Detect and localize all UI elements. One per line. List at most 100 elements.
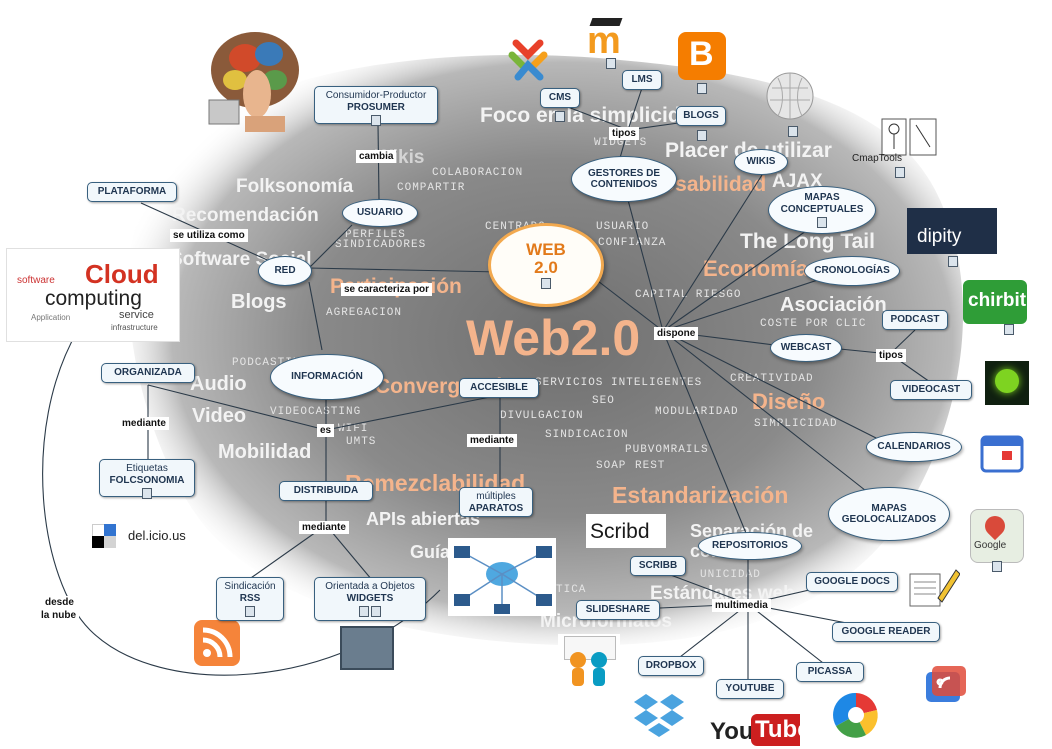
- node-informacion-label: INFORMACIÓN: [291, 371, 363, 383]
- node-picassa-label: PICASSA: [807, 666, 853, 677]
- node-calendarios[interactable]: CALENDARIOS: [866, 432, 962, 462]
- bg-word: DIVULGACION: [500, 410, 584, 422]
- node-organizada[interactable]: ORGANIZADA: [101, 363, 195, 383]
- node-wikis[interactable]: WIKIS: [734, 149, 788, 175]
- google-docs-icon: [909, 569, 960, 607]
- node-informacion[interactable]: INFORMACIÓN: [270, 354, 384, 400]
- bg-word: Estandarización: [612, 482, 789, 508]
- calendar-icon: [980, 435, 1024, 473]
- node-mapas-geo[interactable]: MAPAS GEOLOCALIZADOS: [828, 487, 950, 541]
- document-icon: [788, 126, 798, 137]
- bg-word: Audio: [190, 373, 247, 395]
- bg-word: Usabilidad: [660, 173, 767, 196]
- cmaptools-icon: CmapTools: [852, 117, 940, 169]
- node-wikis-label: WIKIS: [746, 156, 776, 168]
- node-prosumer[interactable]: Consumidor-Productor PROSUMER: [314, 86, 438, 126]
- joomla-icon: [508, 39, 548, 81]
- bg-word: Folksonomía: [236, 176, 354, 197]
- node-blogs-label: BLOGS: [683, 110, 719, 121]
- bg-word: UMTS: [346, 436, 377, 448]
- node-mapas-conceptuales[interactable]: MAPAS CONCEPTUALES: [768, 186, 876, 234]
- document-icon: [555, 111, 565, 122]
- node-distribuida[interactable]: DISTRIBUIDA: [279, 481, 373, 501]
- bg-word: Video: [192, 405, 247, 427]
- node-webcast-label: WEBCAST: [780, 342, 832, 354]
- node-slideshare[interactable]: SLIDESHARE: [576, 600, 660, 620]
- rss-icon: [194, 620, 240, 666]
- bg-word: Recomendación: [172, 205, 319, 226]
- link-es: es: [317, 424, 335, 437]
- node-youtube[interactable]: YOUTUBE: [716, 679, 784, 699]
- node-slideshare-label: SLIDESHARE: [585, 604, 651, 615]
- bg-word: VIDEOCASTING: [270, 406, 362, 418]
- node-accesible-label: ACCESIBLE: [470, 382, 528, 393]
- node-cronologias[interactable]: CRONOLOGÍAS: [804, 256, 900, 286]
- node-sindicacion-label: RSS: [239, 592, 261, 604]
- node-podcast[interactable]: PODCAST: [882, 310, 948, 330]
- node-dropbox-label: DROPBOX: [645, 660, 697, 671]
- bg-word: SOAP: [596, 460, 627, 472]
- link-se-caracteriza-por: se caracteriza por: [341, 283, 433, 296]
- bg-word: PUBVOMRAILS: [625, 444, 709, 456]
- bg-word: Mobilidad: [218, 441, 312, 463]
- node-sindicacion-sub: Sindicación: [224, 581, 276, 592]
- node-accesible[interactable]: ACCESIBLE: [459, 378, 539, 398]
- node-videocast[interactable]: VIDEOCAST: [890, 380, 972, 400]
- node-scribb[interactable]: SCRIBB: [630, 556, 686, 576]
- node-gestores[interactable]: GESTORES DE CONTENIDOS: [571, 156, 677, 202]
- central-node-web20[interactable]: WEB 2.0: [488, 223, 604, 307]
- blogger-icon: B: [678, 32, 726, 80]
- node-repositorios-label: REPOSITORIOS: [712, 540, 788, 552]
- document-icon: [1004, 324, 1014, 335]
- node-google-reader-label: GOOGLE READER: [841, 626, 931, 637]
- link-dispone: dispone: [654, 327, 699, 340]
- node-orientada[interactable]: Orientada a Objetos WIDGETS: [314, 577, 426, 621]
- bg-word: Diseño: [752, 389, 826, 414]
- youtube-icon: You Tube: [708, 712, 800, 748]
- node-usuario[interactable]: USUARIO: [342, 199, 418, 227]
- node-repositorios[interactable]: REPOSITORIOS: [698, 532, 802, 560]
- node-orientada-sub: Orientada a Objetos: [325, 581, 415, 592]
- node-gestores-line1: GESTORES DE: [587, 167, 661, 179]
- node-mapas-conceptuales-line1: MAPAS: [804, 192, 840, 203]
- node-prosumer-label: PROSUMER: [347, 101, 405, 113]
- node-plataforma-label: PLATAFORMA: [97, 186, 167, 197]
- node-podcast-label: PODCAST: [890, 314, 940, 325]
- bg-word: APIs abiertas: [366, 509, 481, 529]
- node-red-label: RED: [274, 265, 296, 277]
- node-etiquetas[interactable]: Etiquetas FOLCSONOMIA: [99, 459, 195, 499]
- node-aparatos[interactable]: múltiples APARATOS: [459, 487, 533, 517]
- node-sindicacion[interactable]: Sindicación RSS: [216, 577, 284, 621]
- bg-word: CENTRADO: [485, 221, 546, 233]
- node-etiquetas-label: FOLCSONOMIA: [109, 474, 185, 486]
- node-red[interactable]: RED: [258, 256, 312, 286]
- document-icon: [245, 606, 255, 617]
- link-tipos-right: tipos: [876, 349, 906, 362]
- node-google-docs-label: GOOGLE DOCS: [814, 576, 890, 587]
- google-maps-icon: Google: [970, 509, 1024, 563]
- document-icon: [371, 115, 381, 126]
- node-google-reader[interactable]: GOOGLE READER: [832, 622, 940, 642]
- bg-word: PODCASTING: [232, 357, 309, 369]
- bg-word: SINDICACION: [545, 429, 629, 441]
- document-icon: [541, 278, 551, 290]
- node-orientada-label: WIDGETS: [346, 592, 394, 604]
- node-lms-label: LMS: [631, 74, 653, 85]
- wikipedia-icon: [766, 72, 814, 120]
- node-google-docs[interactable]: GOOGLE DOCS: [806, 572, 898, 592]
- document-icon: [142, 488, 152, 499]
- document-icon: [606, 58, 616, 69]
- node-cms[interactable]: CMS: [540, 88, 580, 108]
- node-cms-label: CMS: [548, 92, 572, 103]
- node-picassa[interactable]: PICASSA: [796, 662, 864, 682]
- node-gestores-line2: CONTENIDOS: [590, 179, 658, 190]
- node-plataforma[interactable]: PLATAFORMA: [87, 182, 177, 202]
- node-blogs[interactable]: BLOGS: [676, 106, 726, 126]
- link-la-nube: la nube: [38, 609, 80, 622]
- node-webcast[interactable]: WEBCAST: [770, 334, 842, 362]
- bg-word: AGREGACION: [326, 307, 403, 319]
- document-icon: [697, 130, 707, 141]
- bg-word: Web2.0: [466, 310, 641, 366]
- node-dropbox[interactable]: DROPBOX: [638, 656, 704, 676]
- node-lms[interactable]: LMS: [622, 70, 662, 90]
